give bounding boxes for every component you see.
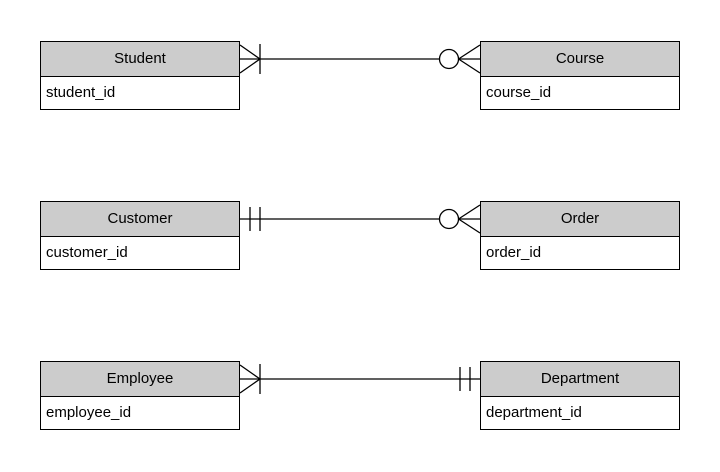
entity-attribute: student_id bbox=[41, 76, 239, 109]
crows-foot-many-icon bbox=[239, 364, 261, 394]
entity-title: Student bbox=[41, 42, 239, 77]
crows-foot-many-icon bbox=[458, 204, 481, 234]
entity-title: Employee bbox=[41, 362, 239, 397]
entity-department: Department department_id bbox=[480, 361, 680, 430]
entity-course: Course course_id bbox=[480, 41, 680, 110]
entity-employee: Employee employee_id bbox=[40, 361, 240, 430]
entity-attribute: order_id bbox=[481, 236, 679, 269]
entity-attribute: course_id bbox=[481, 76, 679, 109]
entity-title: Course bbox=[481, 42, 679, 77]
crows-foot-many-icon bbox=[458, 44, 481, 74]
entity-customer: Customer customer_id bbox=[40, 201, 240, 270]
entity-title: Department bbox=[481, 362, 679, 397]
entity-title: Order bbox=[481, 202, 679, 237]
entity-attribute: customer_id bbox=[41, 236, 239, 269]
entity-title: Customer bbox=[41, 202, 239, 237]
entity-attribute: department_id bbox=[481, 396, 679, 429]
entity-student: Student student_id bbox=[40, 41, 240, 110]
crows-foot-many-icon bbox=[239, 44, 261, 74]
zero-cardinality-circle-icon bbox=[438, 208, 460, 230]
zero-cardinality-circle-icon bbox=[438, 48, 460, 70]
entity-attribute: employee_id bbox=[41, 396, 239, 429]
entity-order: Order order_id bbox=[480, 201, 680, 270]
